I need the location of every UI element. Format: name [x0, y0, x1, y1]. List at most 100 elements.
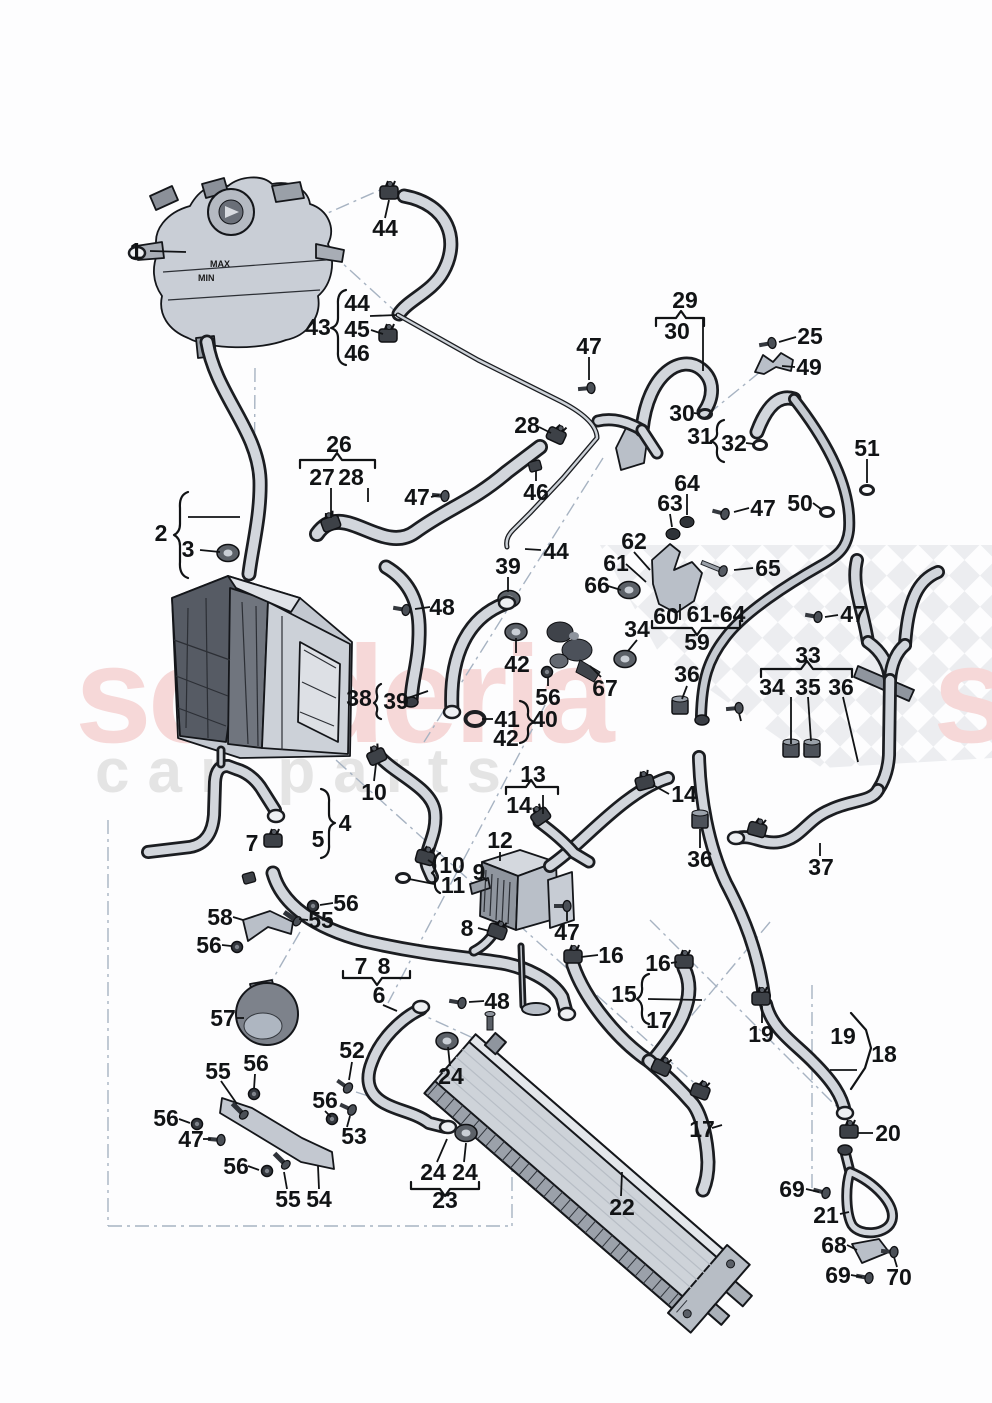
part-number-label: 44: [344, 290, 370, 316]
grommet-part: [216, 543, 240, 563]
hose: [844, 1169, 896, 1236]
component-detail: [303, 649, 337, 669]
part-number-label: 7: [355, 953, 368, 979]
part-number-label: 54: [306, 1186, 332, 1212]
component-shape: [271, 181, 305, 203]
part-number-label: 24: [420, 1159, 446, 1185]
part-number-label: 63: [657, 490, 683, 516]
callout-bracket: [504, 778, 560, 796]
callout-leader: [842, 696, 859, 763]
tank-min-mark: MIN: [198, 273, 215, 283]
callout-leader: [373, 763, 377, 782]
part-number-label: 56: [223, 1153, 249, 1179]
part-number-label: 56: [243, 1050, 269, 1076]
part-number-label: 19: [748, 1021, 774, 1047]
part-number-label: 25: [797, 323, 823, 349]
callout-leader: [427, 859, 435, 865]
callout-leader: [298, 918, 309, 921]
callout-leader: [738, 712, 742, 722]
callout-leader: [407, 690, 429, 699]
component-shape: [219, 1097, 335, 1170]
callout-leader: [447, 1046, 451, 1067]
part-number-label: 41: [494, 706, 520, 732]
part-number-label: 48: [429, 594, 455, 620]
callout-leader: [589, 665, 602, 678]
part-number-label: 65: [755, 555, 781, 581]
part-number-label: 36: [687, 846, 713, 872]
bolt-part: [880, 1245, 899, 1259]
clamp-part: [366, 743, 388, 767]
hose: [364, 1004, 450, 1132]
callout-leader: [538, 426, 552, 434]
part-number-label: 31: [687, 423, 713, 449]
part-number-label: 8: [461, 915, 474, 941]
part-number-label: 44: [543, 538, 569, 564]
pin-part: [484, 1011, 496, 1031]
part-number-label: 50: [787, 490, 813, 516]
callout-leader: [468, 1000, 485, 1003]
clamp-part: [530, 803, 552, 827]
oring-part: [395, 872, 411, 884]
callout-leader: [384, 199, 390, 219]
component-detail: [162, 259, 327, 273]
callout-leader: [850, 1274, 863, 1278]
part-number-label: 4: [339, 810, 352, 836]
part-number-label: 21: [813, 1202, 839, 1228]
watermark-brand-text-tile: sc: [933, 618, 992, 772]
component-detail: [301, 681, 337, 699]
callout-leader: [477, 927, 490, 932]
part-number-label: 2: [155, 520, 168, 546]
component-shape: [651, 543, 703, 614]
part-number-label: 10: [439, 852, 465, 878]
component-detail: [255, 605, 259, 747]
callout-leader: [232, 916, 244, 921]
part-number-label: 16: [645, 950, 671, 976]
callout-leader: [482, 876, 488, 882]
clamp-part: [379, 180, 399, 200]
part-number-label: 26: [326, 431, 352, 457]
part-number-label: 3: [182, 536, 195, 562]
part-number-label: 47: [404, 484, 430, 510]
part-number-label: 14: [506, 792, 532, 818]
callout-leader: [199, 549, 221, 553]
callout-leader: [839, 1211, 850, 1215]
callout-bracket: [650, 619, 742, 637]
component-detail: [173, 639, 231, 661]
part-number-label: 69: [825, 1262, 851, 1288]
clamp-part: [263, 828, 283, 848]
callout-leader: [408, 878, 435, 885]
callout-bracket: [329, 288, 348, 367]
component-shape: [227, 587, 269, 749]
part-number-label: 43: [305, 314, 331, 340]
oring-part: [819, 506, 835, 518]
callout-leader: [778, 336, 797, 343]
bolt-part: [758, 336, 777, 350]
part-number-label: 29: [672, 287, 698, 313]
nut-part: [540, 665, 554, 679]
component-shape: [149, 185, 179, 211]
hose: [637, 359, 717, 435]
bolt-part: [339, 1102, 357, 1116]
component-shape: [242, 910, 294, 942]
endcap-part: [726, 830, 746, 846]
part-number-label: 56: [153, 1105, 179, 1131]
callout-leader: [524, 548, 542, 551]
callout-leader: [669, 513, 673, 528]
part-number-label: 5: [312, 826, 325, 852]
grommet-part: [613, 649, 637, 669]
clamp-part: [839, 1119, 859, 1139]
part-number-label: 57: [210, 1005, 236, 1031]
component-shape: [297, 641, 341, 743]
clamp-part: [650, 1055, 673, 1078]
part-number-label: 55: [205, 1058, 231, 1084]
callout-leader: [733, 507, 750, 513]
callout-leader: [369, 314, 398, 317]
clamp-part: [486, 919, 508, 941]
part-number-label: 11: [441, 872, 466, 898]
hose: [851, 555, 873, 647]
hose: [694, 752, 769, 1001]
grommet-part: [435, 1031, 459, 1051]
hose: [644, 1056, 713, 1195]
